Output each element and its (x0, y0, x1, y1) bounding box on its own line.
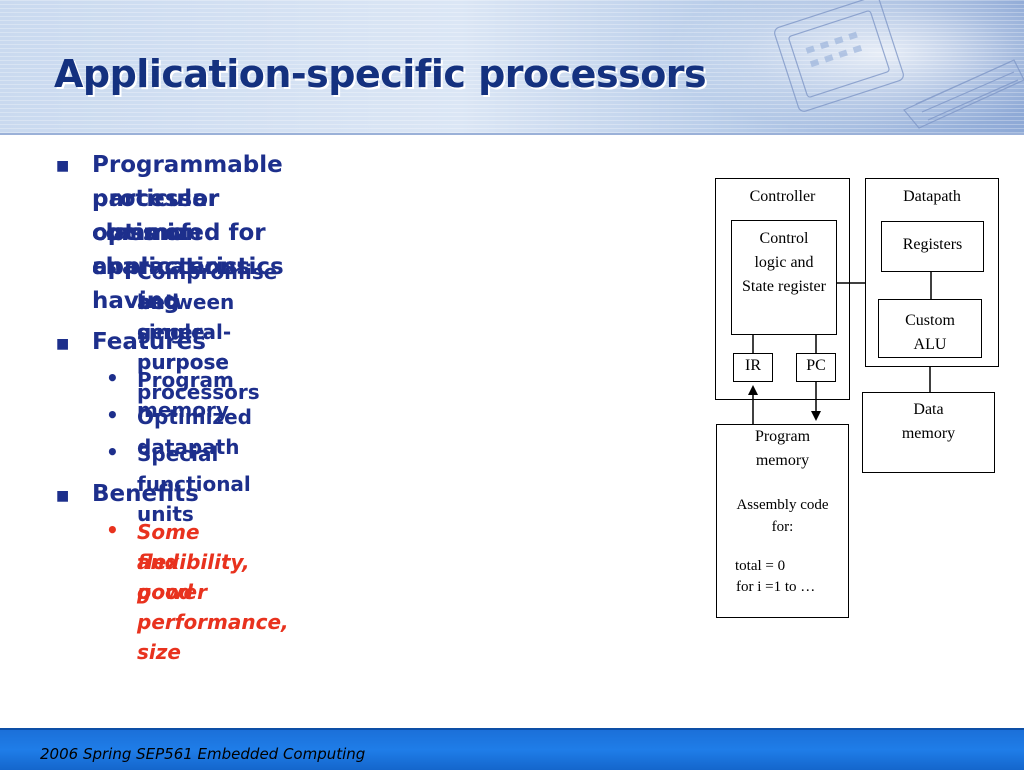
custom-alu-box (878, 299, 982, 358)
sub-bullet-marker: • (106, 403, 119, 427)
assembly-code-line-2: for: (771, 519, 794, 535)
control-logic-box (731, 220, 837, 335)
sub-bullet-3-1-line-1: Some flexibility, good performance, size (137, 520, 289, 664)
program-memory-line-2: memory (755, 452, 810, 469)
header-glow (664, 0, 1024, 133)
program-memory-line-1: Program (754, 428, 811, 445)
sub-bullet-3-1-line-2: and power (137, 550, 207, 604)
custom-alu-line-2: ALU (913, 336, 947, 353)
bullet-3-line-1: Benefits (92, 481, 199, 507)
ir-label: IR (745, 357, 761, 374)
computer-graphic-icon (774, 0, 1024, 129)
bullet-1-line-3: common characteristics (92, 220, 284, 280)
pc-register-box (796, 353, 836, 382)
bullet-1-line-1: Programmable processor optimized for a (92, 152, 283, 280)
sub-bullet-2-3: Special functional units (137, 442, 251, 526)
controller-label: Controller (749, 188, 816, 205)
bullet-2-line-1: Features (92, 329, 206, 355)
code-line-1: total = 0 (735, 558, 786, 574)
sub-bullet-2-2: Optimized datapath (137, 405, 252, 459)
diagram-connectors (748, 272, 932, 424)
bullet-marker: ■ (56, 158, 70, 174)
processor-diagram: Controller Control logic and State regis… (700, 170, 1020, 630)
datapath-label: Datapath (903, 188, 961, 205)
data-memory-line-2: memory (901, 425, 956, 442)
slide-title: Application-specific processors (54, 52, 707, 96)
code-line-2: for i =1 to … (736, 579, 816, 595)
sub-bullet-marker: • (106, 366, 119, 390)
data-memory-line-1: Data (913, 401, 944, 418)
header-divider (0, 133, 1024, 135)
registers-label: Registers (902, 236, 963, 253)
footer-bar: 2006 Spring SEP561 Embedded Computing (0, 728, 1024, 770)
sub-bullet-marker: • (106, 258, 119, 282)
ir-register-box (733, 353, 773, 382)
control-logic-line-1: Control (759, 230, 809, 247)
control-logic-line-3: State register (742, 278, 826, 295)
pc-label: PC (806, 357, 826, 374)
sub-bullet-1-1-line-1: Compromise between general-purpose (137, 260, 278, 374)
bullet-marker: ■ (56, 488, 70, 504)
sub-bullet-marker: • (106, 440, 119, 464)
sub-bullet-marker: • (106, 518, 119, 542)
footer-text: 2006 Spring SEP561 Embedded Computing (40, 745, 366, 763)
sub-bullet-2-1: Program memory (137, 368, 234, 422)
bullet-marker: ■ (56, 336, 70, 352)
registers-box (881, 221, 984, 272)
custom-alu-line-1: Custom (905, 312, 955, 329)
data-memory-box (862, 392, 995, 473)
header-banner: Application-specific processors (0, 0, 1024, 133)
program-memory-box (716, 424, 849, 618)
control-logic-line-2: logic and (754, 254, 814, 271)
sub-bullet-1-1-line-2: and single-purpose processors (137, 290, 260, 404)
bullet-1-line-2: particular class of applications having (92, 186, 251, 314)
assembly-code-line-1: Assembly code (736, 497, 829, 513)
